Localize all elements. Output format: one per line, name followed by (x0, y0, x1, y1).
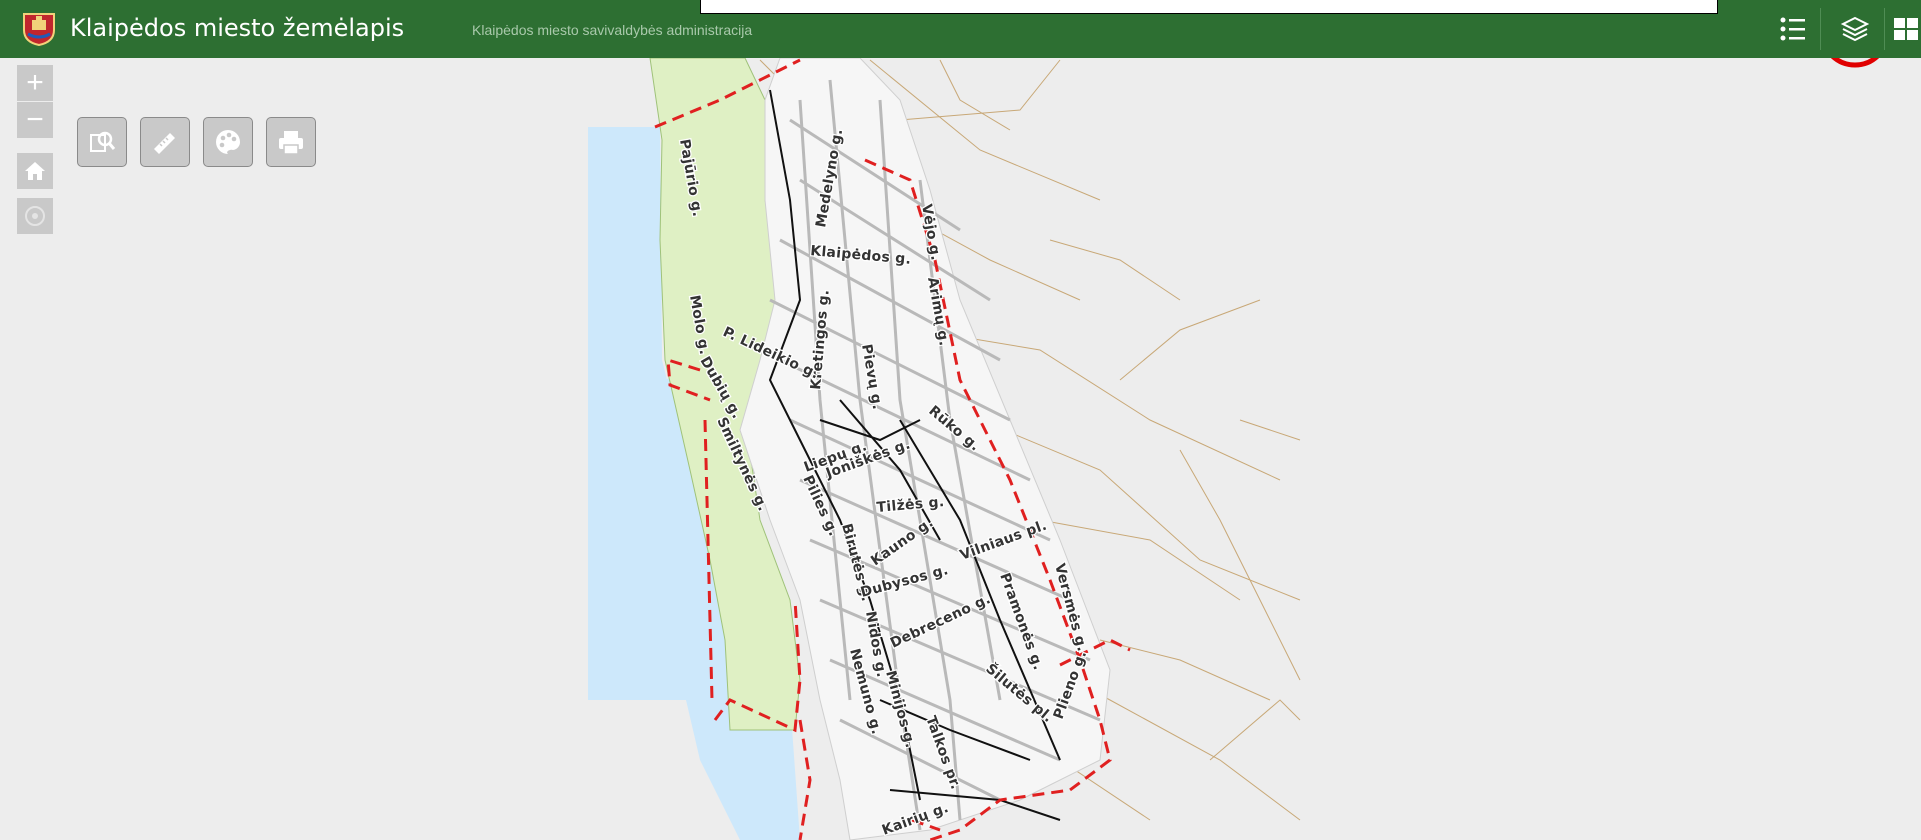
header-separator (1884, 8, 1885, 50)
locate-button[interactable] (17, 198, 53, 234)
home-button[interactable] (17, 153, 53, 189)
highlight-circle (1830, 58, 1880, 68)
home-icon (25, 162, 45, 180)
legend-button[interactable] (1768, 4, 1818, 54)
city-coat-of-arms-logo (23, 13, 55, 46)
map-view[interactable]: Pajūrio g. Medelyno g. Klaipėdos g. Vėjo… (0, 58, 1921, 840)
city-boundary (654, 58, 1131, 840)
style-button[interactable] (203, 117, 253, 167)
map-canvas[interactable]: Pajūrio g. Medelyno g. Klaipėdos g. Vėjo… (0, 58, 1921, 840)
layers-button[interactable] (1830, 4, 1880, 54)
water-sea (588, 127, 714, 700)
app-subtitle: Klaipėdos miesto savivaldybės administra… (472, 22, 753, 38)
measure-button[interactable] (140, 117, 190, 167)
header-separator (1820, 8, 1821, 50)
app-title: Klaipėdos miesto žemėlapis (70, 14, 405, 42)
railway (768, 89, 1061, 821)
basemap-gallery-icon (1894, 18, 1918, 40)
annotation-box (700, 0, 1718, 14)
zoom-out-button[interactable]: − (17, 102, 53, 138)
measure-ruler-icon (154, 133, 175, 154)
city-area (739, 58, 1111, 840)
legend-icon (1780, 17, 1805, 41)
style-palette-icon (216, 130, 241, 154)
search-layer-icon (90, 131, 116, 152)
locate-icon (25, 206, 45, 226)
zoom-in-button[interactable]: + (17, 65, 53, 101)
layers-icon (1840, 16, 1870, 42)
search-layer-button[interactable] (77, 117, 127, 167)
print-icon (279, 131, 303, 155)
print-button[interactable] (266, 117, 316, 167)
basemap-gallery-button[interactable] (1890, 4, 1921, 54)
